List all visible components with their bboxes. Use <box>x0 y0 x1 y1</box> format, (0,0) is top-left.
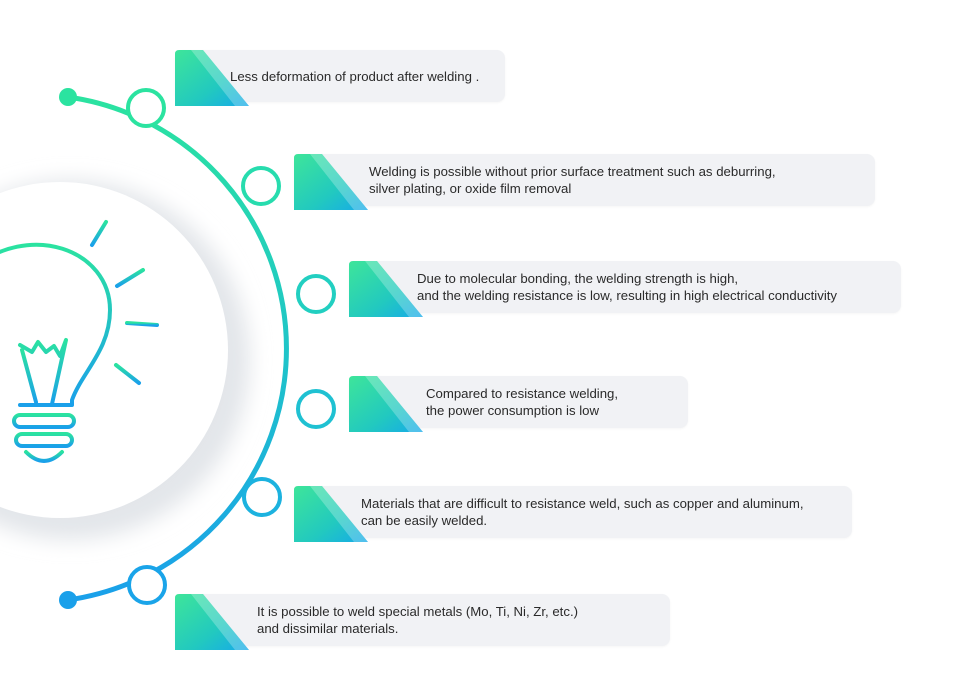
timeline-node <box>241 166 281 206</box>
timeline-node <box>242 477 282 517</box>
card-text-line: silver plating, or oxide film removal <box>369 181 572 196</box>
timeline-node <box>296 274 336 314</box>
list-item: Compared to resistance welding, the powe… <box>349 376 688 432</box>
card-text-line: the power consumption is low <box>426 403 599 418</box>
card-text-line: Welding is possible without prior surfac… <box>369 164 776 179</box>
list-item: It is possible to weld special metals (M… <box>175 594 670 650</box>
card-accent-tab <box>175 594 249 650</box>
timeline-arc <box>65 94 289 603</box>
card-text-line: and the welding resistance is low, resul… <box>417 288 838 303</box>
arc-start-dot <box>59 88 77 106</box>
card-accent-tab <box>175 50 249 106</box>
card-text-line: and dissimilar materials. <box>257 621 399 636</box>
card-text-line: Due to molecular bonding, the welding st… <box>417 271 739 286</box>
card-accent-tab <box>294 486 368 542</box>
timeline-node <box>127 565 167 605</box>
list-item: Due to molecular bonding, the welding st… <box>349 261 901 317</box>
list-item: Welding is possible without prior surfac… <box>294 154 875 210</box>
card-text-line: Compared to resistance welding, <box>426 386 619 401</box>
card-accent-tab <box>349 376 423 432</box>
list-item: Less deformation of product after weldin… <box>175 50 505 106</box>
card-text-line: It is possible to weld special metals (M… <box>257 604 578 619</box>
card-accent-tab <box>294 154 368 210</box>
arc-end-dot <box>59 591 77 609</box>
lightbulb-icon <box>0 206 159 463</box>
card-text-line: Materials that are difficult to resistan… <box>361 496 804 511</box>
card-accent-tab <box>349 261 423 317</box>
timeline-node <box>126 88 166 128</box>
list-item: Materials that are difficult to resistan… <box>294 486 852 542</box>
card-text-line: Less deformation of product after weldin… <box>230 68 480 84</box>
card-text-line: can be easily welded. <box>361 513 488 528</box>
timeline-node <box>296 389 336 429</box>
